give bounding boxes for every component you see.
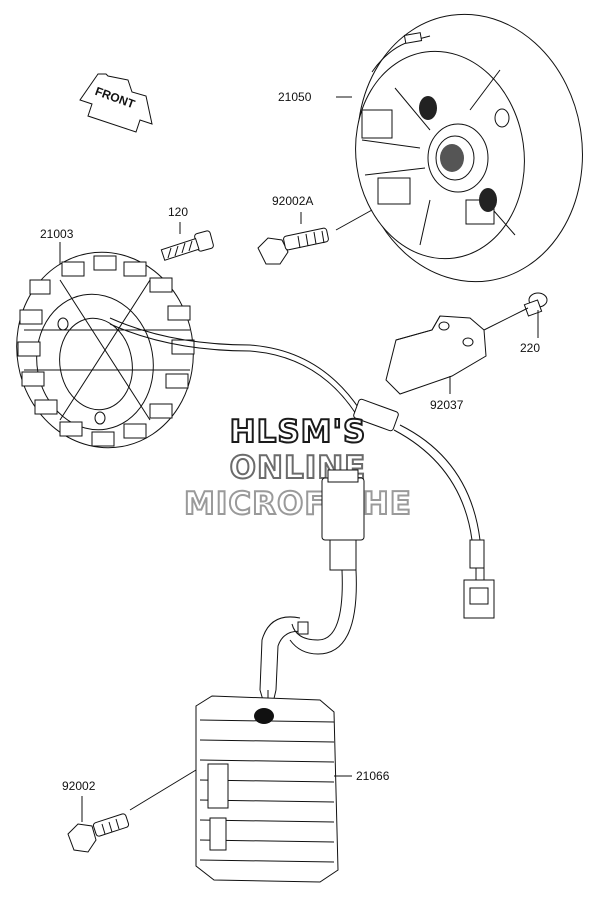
watermark-line3: MICROFICHE (184, 486, 412, 522)
label-220: 220 (520, 341, 540, 355)
front-arrow: FRONT (79, 73, 153, 133)
regulator-harness (259, 469, 365, 725)
bolt-92002 (67, 813, 130, 853)
label-92002: 92002 (62, 779, 96, 793)
watermark-line1: HLSM'S (230, 414, 367, 450)
bolt-92002A (257, 227, 329, 265)
label-92002A: 92002A (272, 194, 313, 208)
regulator-21066 (195, 695, 339, 883)
label-21050: 21050 (278, 90, 312, 104)
stator-harness (109, 317, 495, 619)
stator-21003 (16, 251, 195, 449)
label-21003: 21003 (40, 227, 74, 241)
label-21066: 21066 (356, 769, 390, 783)
bracket-92037 (385, 315, 487, 395)
label-120: 120 (168, 205, 188, 219)
label-92037: 92037 (430, 398, 464, 412)
bolt-120 (160, 230, 214, 261)
flywheel-rotor (355, 13, 583, 283)
watermark: HLSM'S ONLINE MICROFICHE (183, 413, 412, 523)
screw-220 (523, 292, 548, 317)
